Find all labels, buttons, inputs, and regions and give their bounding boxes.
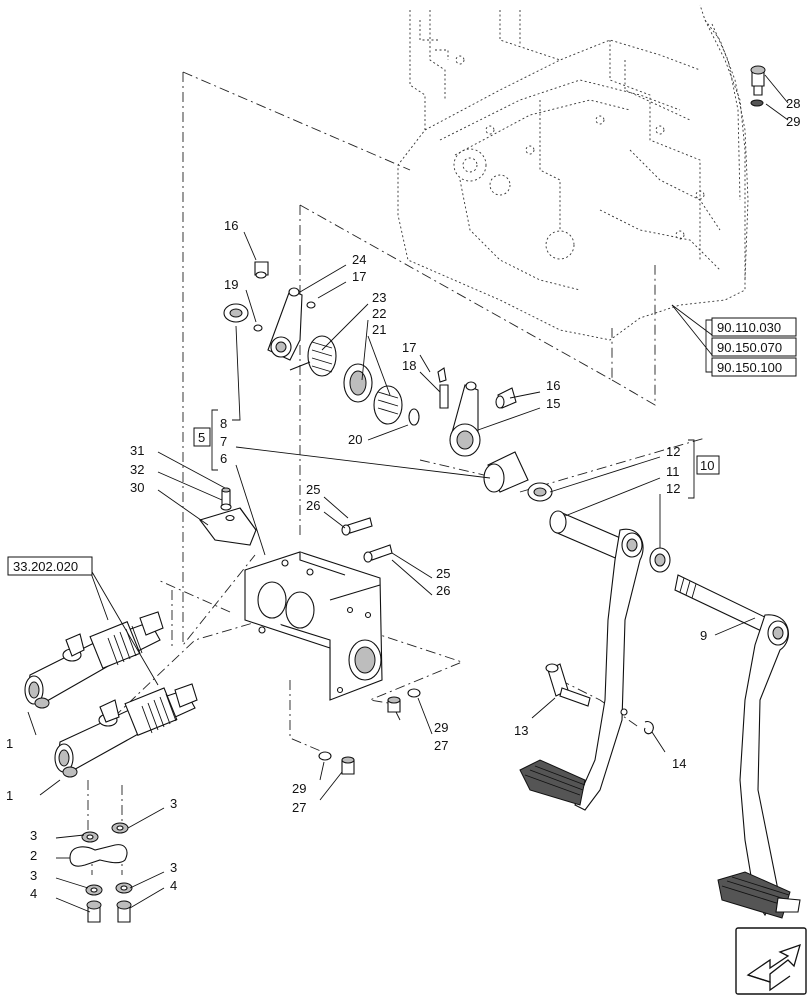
callout-4-left: 4 — [30, 886, 37, 901]
tractor-frame — [397, 4, 749, 341]
callout-17-mid: 17 — [402, 340, 416, 355]
callout-27-bottom: 27 — [292, 800, 306, 815]
callout-16-mid: 16 — [546, 378, 560, 393]
reference-box-90-150-100[interactable]: 90.150.100 — [711, 357, 797, 377]
callout-26-top: 26 — [306, 498, 320, 513]
svg-text:90.110.030: 90.110.030 — [717, 320, 781, 335]
callout-3-left-top: 3 — [30, 828, 37, 843]
callout-26-mid: 26 — [436, 583, 450, 598]
pedal-shaft — [549, 510, 776, 637]
callout-30: 30 — [130, 480, 144, 495]
callout-31: 31 — [130, 443, 144, 458]
callout-3-right-top: 3 — [170, 796, 177, 811]
callout-15: 15 — [546, 396, 560, 411]
group-callout-5: 5 — [193, 427, 211, 447]
lever-assembly — [223, 261, 553, 502]
callout-25-mid: 25 — [436, 566, 450, 581]
reference-box-33-202-020[interactable]: 33.202.020 — [7, 556, 93, 576]
callout-29-right: 29 — [434, 720, 448, 735]
callout-2: 2 — [30, 848, 37, 863]
svg-text:33.202.020: 33.202.020 — [13, 559, 78, 574]
callout-9: 9 — [700, 628, 707, 643]
callout-29-bottom: 29 — [292, 781, 306, 796]
callout-1-upper: 1 — [6, 736, 13, 751]
callout-19: 19 — [224, 277, 238, 292]
callout-24: 24 — [352, 252, 366, 267]
pin-13-clip-14 — [545, 663, 654, 735]
callout-18: 18 — [402, 358, 416, 373]
callout-27-right: 27 — [434, 738, 448, 753]
svg-text:90.150.070: 90.150.070 — [717, 340, 782, 355]
master-cylinder-lower — [54, 683, 198, 778]
reference-box-90-150-070[interactable]: 90.150.070 — [711, 337, 797, 357]
assembly-lines — [87, 71, 706, 875]
callout-13: 13 — [514, 723, 528, 738]
reference-box-90-110-030[interactable]: 90.110.030 — [711, 317, 797, 337]
callout-28: 28 — [786, 96, 800, 111]
svg-text:10: 10 — [700, 458, 714, 473]
group-callout-10: 10 — [696, 455, 720, 475]
leader-lines — [27, 74, 789, 913]
callout-17-top: 17 — [352, 269, 366, 284]
pedal-right — [717, 614, 801, 919]
callout-22: 22 — [372, 306, 386, 321]
clip-bracket — [199, 487, 257, 546]
svg-text:5: 5 — [198, 430, 205, 445]
svg-text:90.150.100: 90.150.100 — [717, 360, 782, 375]
callout-7: 7 — [220, 434, 227, 449]
callout-14: 14 — [672, 756, 686, 771]
callout-labels: 16 24 17 19 23 22 21 17 18 16 15 20 8 7 … — [6, 96, 800, 901]
callout-29-top: 29 — [786, 114, 800, 129]
callout-12-bottom: 12 — [666, 481, 680, 496]
next-page-arrow-icon[interactable] — [735, 927, 807, 995]
bolts-25-26 — [341, 517, 393, 563]
callout-3-left-bottom: 3 — [30, 868, 37, 883]
callout-23: 23 — [372, 290, 386, 305]
callout-1-lower: 1 — [6, 788, 13, 803]
callout-20: 20 — [348, 432, 362, 447]
pedal-left — [519, 528, 644, 811]
bolt-28-washer-29 — [750, 65, 766, 107]
callout-6: 6 — [220, 451, 227, 466]
callout-25-top: 25 — [306, 482, 320, 497]
callout-11: 11 — [666, 464, 680, 479]
callout-21: 21 — [372, 322, 386, 337]
master-cylinder-upper — [24, 611, 164, 709]
bolts-27-29 — [318, 688, 421, 775]
pedal-support-bracket — [244, 551, 383, 701]
callout-16-top: 16 — [224, 218, 238, 233]
hydraulic-fittings — [69, 822, 133, 923]
callout-12-top: 12 — [666, 444, 680, 459]
callout-4-right: 4 — [170, 878, 177, 893]
callout-8: 8 — [220, 416, 227, 431]
group-brackets — [211, 319, 712, 499]
callout-3-right-bottom: 3 — [170, 860, 177, 875]
callout-32: 32 — [130, 462, 144, 477]
